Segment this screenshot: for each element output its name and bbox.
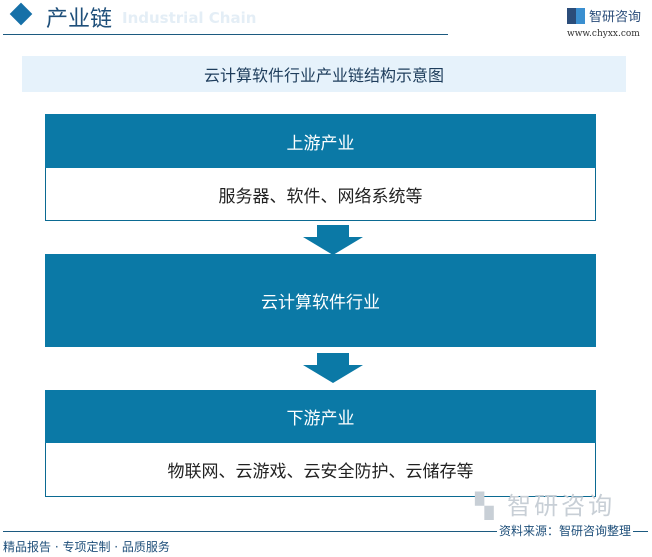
- header-divider: [3, 34, 448, 35]
- footer-divider: [3, 531, 648, 532]
- downstream-content: 物联网、云游戏、云安全防护、云储存等: [45, 443, 596, 497]
- arrow-down-icon: [303, 225, 363, 255]
- source-note: 资料来源：智研咨询整理: [497, 524, 634, 538]
- diagram-title: 云计算软件行业产业链结构示意图: [22, 56, 626, 92]
- watermark-logo: ▚ 智研咨询: [475, 492, 616, 520]
- logo-text: 智研咨询: [589, 10, 642, 25]
- brand-logo: 智研咨询: [567, 6, 641, 25]
- brand-url: www.chyxx.com: [567, 29, 640, 39]
- section-title: 产业链: [46, 7, 113, 32]
- upstream-content: 服务器、软件、网络系统等: [45, 168, 596, 221]
- footer-slogan: 精品报告 · 专项定制 · 品质服务: [3, 540, 170, 554]
- diamond-icon: [9, 2, 33, 26]
- section-subtitle-en: Industrial Chain: [122, 9, 257, 27]
- downstream-header: 下游产业: [45, 390, 596, 443]
- arrow-down-icon: [303, 353, 363, 383]
- upstream-header: 上游产业: [45, 114, 596, 168]
- midstream-box: 云计算软件行业: [45, 254, 596, 347]
- watermark-text: 智研咨询: [507, 492, 616, 520]
- logo-icon: [567, 7, 585, 24]
